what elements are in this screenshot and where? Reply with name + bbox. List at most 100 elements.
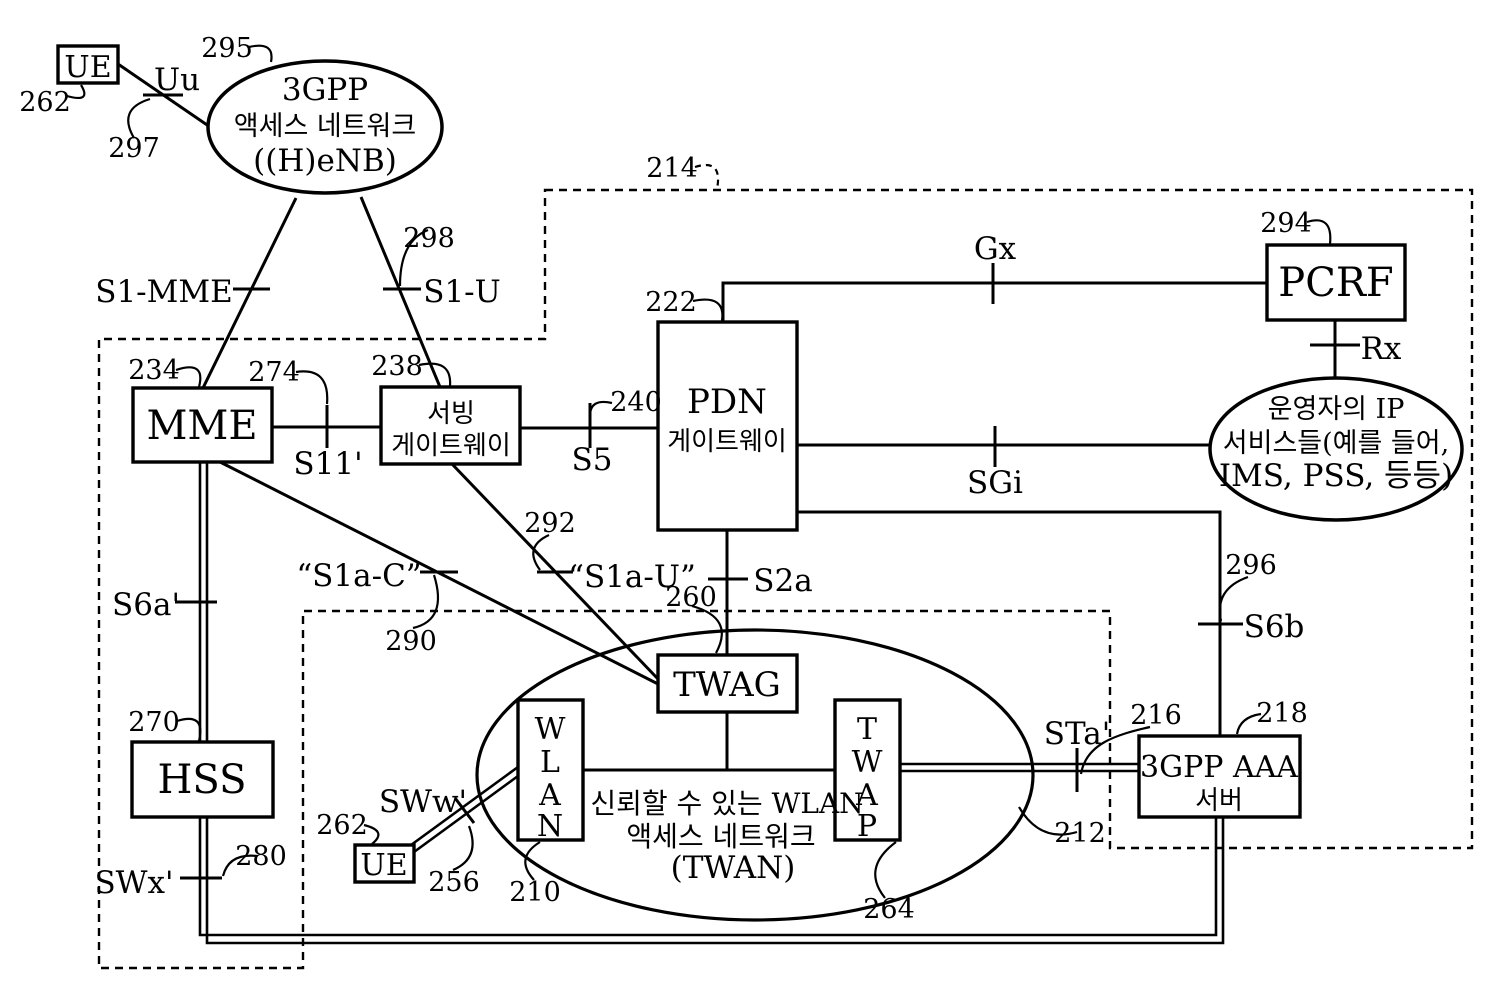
leader-262-bottom	[363, 823, 380, 845]
twap-letter-t: T	[857, 712, 877, 747]
ref-222: 222	[645, 287, 697, 318]
twap-letter-a: A	[855, 778, 878, 813]
iface-s1a-u: “S1a-U”	[568, 559, 696, 595]
link-access-network-sgw-s1u	[359, 196, 442, 388]
iface-uu: Uu	[154, 62, 200, 98]
node-wlan	[516, 698, 585, 842]
node-twag	[656, 653, 799, 714]
pdn-gateway-label-line1: PDN	[687, 382, 767, 422]
access-network-ellipse	[206, 59, 444, 195]
ref-274: 274	[248, 357, 300, 388]
leader-214	[694, 163, 720, 190]
iface-s1-mme: S1-MME	[95, 274, 233, 310]
mme-label: MME	[146, 403, 257, 449]
epc-region-dashed-boundary	[97, 188, 1474, 970]
wlan-letter-w: W	[535, 712, 566, 747]
twan-label-line1: 신뢰할 수 있는 WLAN	[590, 787, 863, 820]
iface-s1-u: S1-U	[423, 274, 501, 310]
iface-s6a: S6a'	[112, 587, 180, 623]
interface-ticks	[143, 93, 1360, 880]
pdn-gateway-label-line2: 게이트웨이	[667, 427, 787, 457]
aaa-server-label-line2: 서버	[1195, 786, 1243, 816]
link-hss-aaa-swx-2	[205, 817, 1225, 945]
operator-ip-label-line1: 운영자의 IP	[1268, 394, 1405, 425]
ref-292: 292	[524, 508, 576, 539]
leader-216	[1079, 725, 1151, 775]
iface-s1a-c: “S1a-C”	[296, 558, 421, 594]
leader-240	[588, 400, 613, 417]
connection-lines	[117, 62, 1337, 772]
pcrf-label: PCRF	[1278, 260, 1393, 306]
link-pdn-pcrf-gx	[721, 281, 1267, 322]
leader-262-top	[66, 84, 86, 100]
leader-218	[1235, 712, 1262, 735]
iface-sta: STa'	[1044, 716, 1111, 752]
iface-s6b: S6b	[1244, 609, 1305, 645]
ref-294: 294	[1260, 208, 1312, 239]
leader-298	[398, 228, 429, 287]
wlan-letter-a: A	[538, 778, 561, 813]
node-hss	[130, 740, 275, 819]
iface-sgi: SGi	[967, 465, 1023, 501]
twan-ellipse	[475, 628, 1035, 922]
hss-label: HSS	[158, 757, 247, 803]
access-network-label-line3: ((H)eNB)	[253, 143, 397, 179]
leader-274	[295, 370, 329, 405]
iface-s5: S5	[572, 442, 613, 478]
node-ue-bottom	[353, 843, 416, 884]
ref-280: 280	[235, 841, 287, 872]
leader-295	[248, 44, 273, 63]
serving-gateway-label-line1: 서빙	[427, 399, 475, 429]
node-pcrf	[1265, 243, 1407, 322]
ref-218: 218	[1256, 698, 1308, 729]
leader-290	[412, 574, 439, 630]
twag-label: TWAG	[673, 665, 781, 705]
serving-gateway-label-line2: 게이트웨이	[391, 431, 511, 461]
aaa-server-label-line1: 3GPP AAA	[1140, 750, 1298, 785]
ref-240: 240	[610, 387, 662, 418]
ref-290: 290	[385, 626, 437, 657]
ue-bottom-label: UE	[360, 848, 407, 883]
ref-256: 256	[428, 867, 480, 898]
ue-top-label: UE	[64, 50, 111, 85]
leader-222	[692, 298, 724, 322]
node-mme	[131, 386, 274, 464]
leader-260	[691, 604, 723, 654]
leader-238	[418, 362, 452, 387]
wlan-letter-l: L	[540, 745, 560, 780]
ref-212: 212	[1054, 818, 1106, 849]
twap-letter-w: W	[852, 745, 883, 780]
leader-294	[1306, 219, 1332, 245]
iface-gx: Gx	[974, 231, 1017, 267]
twan-label-line3: (TWAN)	[671, 850, 796, 886]
node-boxes	[56, 44, 1407, 884]
access-network-label-line1: 3GPP	[282, 72, 368, 108]
leader-256	[452, 825, 474, 872]
ref-296: 296	[1225, 550, 1277, 581]
twap-letter-p: P	[857, 809, 877, 844]
iface-s11: S11'	[293, 446, 362, 482]
ref-298: 298	[403, 223, 455, 254]
twan-label-line2: 액세스 네트워크	[626, 820, 815, 853]
ref-216: 216	[1130, 700, 1182, 731]
node-ue-top	[56, 44, 120, 85]
leader-292	[532, 534, 550, 571]
ref-210: 210	[509, 877, 561, 908]
reference-leaders	[66, 44, 1332, 899]
wlan-letter-n: N	[537, 809, 563, 844]
access-network-label-line2: 액세스 네트워크	[234, 111, 416, 142]
operator-ip-label-line2: 서비스들(예를 들어,	[1223, 428, 1449, 459]
ref-295: 295	[201, 33, 253, 64]
link-access-network-mme-s1mme	[201, 197, 298, 389]
leader-296	[1218, 575, 1249, 622]
link-ue-wlan-sww-1	[410, 765, 519, 847]
ref-262-top: 262	[19, 87, 71, 118]
ref-238: 238	[371, 351, 423, 382]
ref-297: 297	[108, 133, 160, 164]
node-serving-gateway	[379, 385, 522, 466]
ref-214: 214	[646, 153, 698, 184]
node-pdn-gateway	[656, 320, 799, 532]
iface-rx: Rx	[1361, 331, 1402, 367]
